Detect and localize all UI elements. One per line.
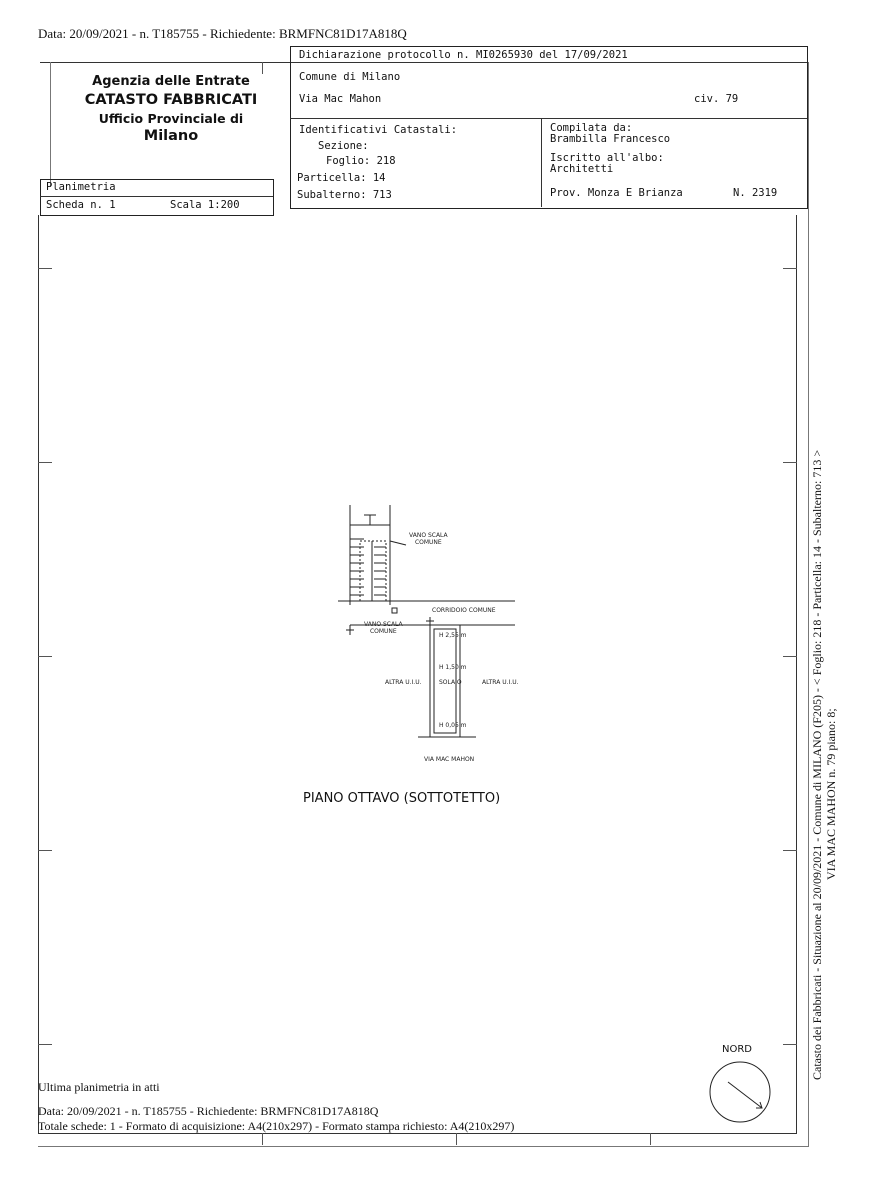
frame-left-outer-line	[50, 62, 51, 187]
compilata-name: Brambilla Francesco	[550, 133, 671, 145]
iscritto-value: Architetti	[550, 163, 614, 175]
top-stamp: Data: 20/09/2021 - n. T185755 - Richiede…	[38, 26, 407, 41]
via-line: Via Mac Mahon	[299, 93, 382, 105]
altra-uiu-right: ALTRA U.I.U.	[482, 679, 519, 686]
agency-block: Agenzia delle Entrate CATASTO FABBRICATI…	[66, 74, 276, 144]
sezione-line: Sezione:	[318, 140, 369, 152]
planimetria-label: Planimetria	[46, 181, 116, 193]
header-divider-v	[541, 118, 542, 207]
header-info-box	[290, 46, 808, 209]
altra-uiu-left: ALTRA U.I.U.	[385, 679, 422, 686]
iscritto-label: Iscritto all'albo:	[550, 152, 664, 164]
catasto-title: CATASTO FABBRICATI	[84, 92, 258, 108]
vano-scala-label-top: VANO SCALA COMUNE	[409, 532, 448, 546]
frame-right-outer-line	[808, 62, 809, 1147]
ufficio-label: Ufficio Provinciale di	[98, 111, 244, 126]
side-info-text: Catasto dei Fabbricati - Situazione al 2…	[810, 320, 838, 1080]
nord-label: NORD	[722, 1044, 752, 1055]
city-name: Milano	[143, 128, 199, 144]
foglio-line: Foglio: 218	[326, 155, 396, 167]
declaration-line: Dichiarazione protocollo n. MI0265930 de…	[299, 49, 628, 61]
scheda-label: Scheda n. 1	[46, 199, 116, 211]
solaio-label: SOLAIO	[439, 679, 462, 686]
street-label: VIA MAC MAHON	[424, 756, 475, 763]
prov-line: Prov. Monza E Brianza	[550, 187, 683, 199]
corridoio-label: CORRIDOIO COMUNE	[432, 607, 496, 614]
frame-right-line	[796, 215, 797, 1133]
floor-title: PIANO OTTAVO (SOTTOTETTO)	[303, 791, 501, 806]
ident-title: Identificativi Catastali:	[299, 124, 458, 136]
compilata-label: Compilata da:	[550, 122, 633, 134]
height-label-2: H 1,50 m	[439, 664, 467, 671]
footer-totale-line: Totale schede: 1 - Formato di acquisizio…	[38, 1119, 515, 1133]
header-divider-h	[290, 118, 807, 119]
north-arrow-icon	[709, 1061, 771, 1123]
frame-bottom-line	[38, 1133, 797, 1134]
agency-name: Agenzia delle Entrate	[92, 74, 250, 89]
frame-top-line	[40, 62, 808, 63]
height-label-1: H 2,55 m	[439, 632, 467, 639]
ultima-planimetria: Ultima planimetria in atti	[38, 1080, 160, 1094]
comune-line: Comune di Milano	[299, 71, 401, 83]
side-info-line-2: VIA MAC MAHON n. 79 piano: 8;	[824, 708, 838, 880]
frame-bottom-outer-line	[38, 1146, 808, 1147]
floor-plan-drawing	[338, 505, 515, 738]
subalterno-line: Subalterno: 713	[297, 189, 392, 201]
particella-line: Particella: 14	[297, 172, 386, 184]
planimetria-box	[40, 179, 274, 216]
side-info-line-1: Catasto dei Fabbricati - Situazione al 2…	[810, 449, 824, 1080]
planimetria-divider	[40, 196, 273, 197]
height-label-3: H 0,05 m	[439, 722, 467, 729]
scala-label: Scala 1:200	[170, 199, 240, 211]
footer-data-line: Data: 20/09/2021 - n. T185755 - Richiede…	[38, 1104, 379, 1118]
vano-scala-label-bottom: VANO SCALA COMUNE	[364, 621, 403, 635]
albo-number: N. 2319	[733, 187, 778, 199]
frame-left-line	[38, 215, 39, 1133]
civ-line: civ. 79	[694, 93, 739, 105]
